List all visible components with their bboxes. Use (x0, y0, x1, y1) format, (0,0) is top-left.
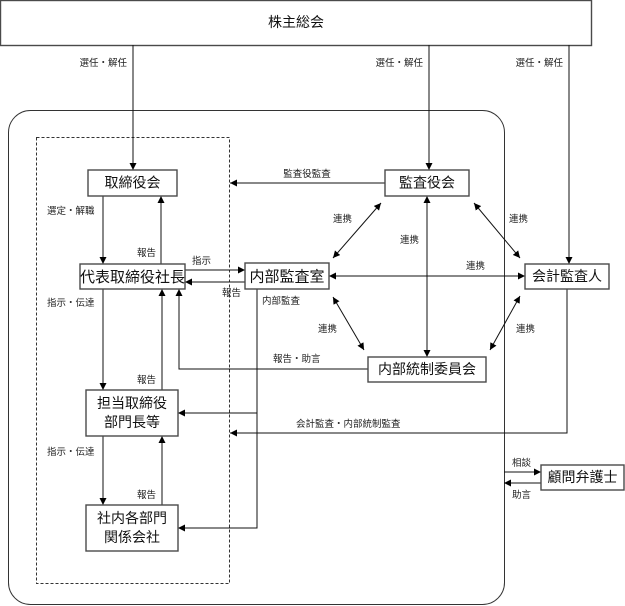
arrow-internal-audit-departments (178, 289, 258, 532)
arrow-cooperation-audit-board-internal-audit (332, 202, 382, 259)
label-audit-board-audit: 監査役監査 (283, 168, 331, 180)
arrow-accounting-internal-control-audit (230, 289, 568, 437)
shareholders-meeting-box: 株主総会 (0, 0, 593, 47)
label-instruct-convey-departments: 指示・伝達 (47, 446, 95, 458)
directors-in-charge-label-line1: 担当取締役 (97, 395, 167, 412)
label-instruct-convey-directors: 指示・伝達 (47, 297, 95, 309)
arrow-report-advice (175, 289, 368, 370)
label-advice: 助言 (512, 489, 532, 501)
internal-control-committee-box: 内部統制委員会 (367, 356, 487, 383)
label-cooperation-internal-audit-committee: 連携 (318, 323, 337, 335)
label-select-dismiss: 選定・解職 (47, 205, 95, 217)
label-cooperation-internal-audit-accounting-auditor: 連携 (466, 260, 485, 272)
label-report-advice: 報告・助言 (273, 353, 321, 365)
departments-label-line2: 関係会社 (104, 530, 160, 546)
legal-advisor-box: 顧問弁護士 (540, 464, 625, 491)
accounting-auditor-box: 会計監査人 (524, 263, 610, 290)
internal-control-committee-label: 内部統制委員会 (378, 362, 476, 378)
label-report-to-board: 報告 (137, 247, 156, 259)
label-report-departments: 報告 (137, 489, 156, 501)
label-report-internal-audit: 報告 (222, 287, 241, 299)
label-elect-dismiss-accounting-auditor: 選任・解任 (515, 57, 563, 69)
audit-board-label: 監査役会 (399, 175, 455, 192)
label-instruct: 指示 (192, 255, 211, 267)
label-cooperation-audit-board-accounting-auditor: 連携 (509, 213, 528, 225)
president-box: 代表取締役社長 (79, 263, 186, 290)
arrow-cooperation-audit-board-accounting-auditor (473, 202, 521, 259)
label-report-directors: 報告 (137, 374, 156, 386)
departments-label-line1: 社内各部門 (97, 511, 167, 527)
board-of-directors-label: 取締役会 (105, 175, 161, 192)
president-label: 代表取締役社長 (80, 268, 185, 286)
label-consult: 相談 (512, 457, 532, 469)
arrow-cooperation-internal-audit-committee (332, 296, 365, 351)
audit-board-box: 監査役会 (384, 169, 470, 197)
label-internal-audit: 内部監査 (262, 295, 301, 307)
shareholders-meeting-label: 株主総会 (268, 15, 324, 31)
legal-advisor-label: 顧問弁護士 (548, 470, 618, 486)
label-cooperation-audit-board-committee: 連携 (400, 234, 419, 246)
company-frame (8, 110, 505, 605)
arrow-cooperation-accounting-auditor-committee (489, 295, 521, 351)
accounting-auditor-label: 会計監査人 (532, 268, 602, 285)
label-elect-dismiss-audit-board: 選任・解任 (375, 57, 423, 69)
directors-in-charge-box: 担当取締役 部門長等 (85, 389, 179, 437)
label-cooperation-accounting-auditor-committee: 連携 (516, 323, 535, 335)
directors-in-charge-label-line2: 部門長等 (104, 414, 160, 431)
label-accounting-internal-control-audit: 会計監査・内部統制監査 (296, 418, 401, 430)
internal-audit-office-box: 内部監査室 (244, 262, 330, 290)
departments-box: 社内各部門 関係会社 (85, 504, 179, 552)
internal-audit-office-label: 内部監査室 (249, 268, 324, 286)
board-of-directors-box: 取締役会 (87, 169, 178, 197)
label-cooperation-audit-board-internal-audit: 連携 (333, 213, 352, 225)
label-elect-dismiss-board: 選任・解任 (79, 57, 127, 69)
